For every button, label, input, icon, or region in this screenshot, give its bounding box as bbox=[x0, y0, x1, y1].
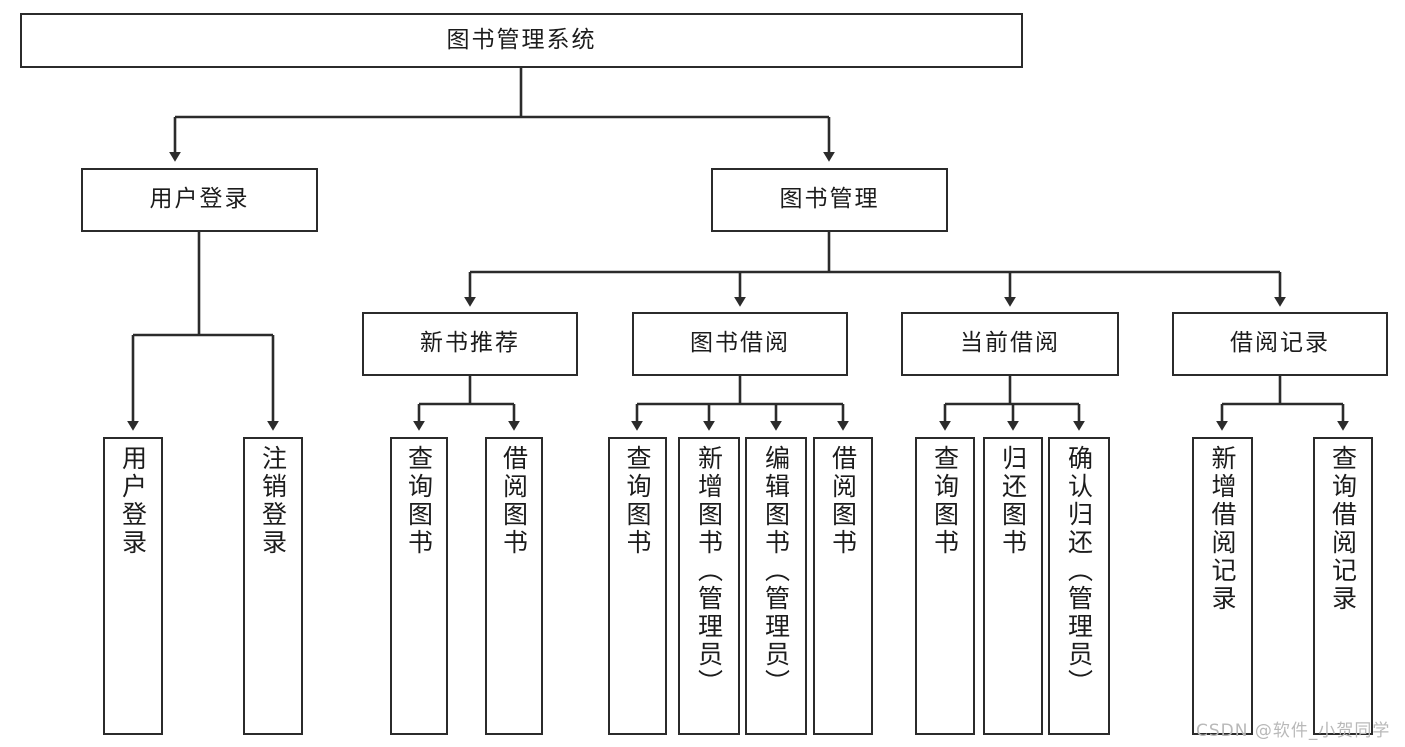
leaf-borrow-book-2-label: 借阅图书 bbox=[828, 445, 858, 557]
leaf-confirm-return[interactable]: 确认归还（管理员） bbox=[1048, 437, 1110, 735]
leaf-borrow-book-1[interactable]: 借阅图书 bbox=[485, 437, 543, 735]
node-user-login[interactable]: 用户登录 bbox=[81, 168, 318, 232]
node-borrow-record[interactable]: 借阅记录 bbox=[1172, 312, 1388, 376]
leaf-add-book-label: 新增图书（管理员） bbox=[694, 445, 724, 697]
node-current-borrow-label: 当前借阅 bbox=[960, 330, 1060, 357]
leaf-query-book-2[interactable]: 查询图书 bbox=[608, 437, 667, 735]
leaf-return-book-label: 归还图书 bbox=[998, 445, 1028, 557]
csdn-watermark: CSDN @软件_小贺同学 bbox=[1196, 721, 1391, 741]
node-book-borrow[interactable]: 图书借阅 bbox=[632, 312, 848, 376]
leaf-query-record-label: 查询借阅记录 bbox=[1328, 445, 1358, 613]
node-book-manage-label: 图书管理 bbox=[779, 186, 880, 213]
leaf-query-book-3-label: 查询图书 bbox=[930, 445, 960, 557]
leaf-edit-book[interactable]: 编辑图书（管理员） bbox=[745, 437, 807, 735]
leaf-query-record[interactable]: 查询借阅记录 bbox=[1313, 437, 1373, 735]
leaf-edit-book-label: 编辑图书（管理员） bbox=[761, 445, 791, 697]
leaf-query-book-3[interactable]: 查询图书 bbox=[915, 437, 975, 735]
leaf-query-book-1-label: 查询图书 bbox=[404, 445, 434, 557]
node-book-manage[interactable]: 图书管理 bbox=[711, 168, 948, 232]
leaf-add-book[interactable]: 新增图书（管理员） bbox=[678, 437, 740, 735]
leaf-borrow-book-2[interactable]: 借阅图书 bbox=[813, 437, 873, 735]
node-new-book-rec-label: 新书推荐 bbox=[420, 330, 520, 357]
leaf-query-book-2-label: 查询图书 bbox=[623, 445, 652, 557]
leaf-logout[interactable]: 注销登录 bbox=[243, 437, 303, 735]
node-book-borrow-label: 图书借阅 bbox=[690, 330, 790, 357]
leaf-user-login[interactable]: 用户登录 bbox=[103, 437, 163, 735]
leaf-query-book-1[interactable]: 查询图书 bbox=[390, 437, 448, 735]
leaf-user-login-label: 用户登录 bbox=[118, 445, 148, 557]
node-user-login-label: 用户登录 bbox=[149, 186, 250, 213]
node-borrow-record-label: 借阅记录 bbox=[1230, 330, 1330, 357]
leaf-add-record[interactable]: 新增借阅记录 bbox=[1192, 437, 1253, 735]
leaf-logout-label: 注销登录 bbox=[258, 445, 288, 557]
leaf-confirm-return-label: 确认归还（管理员） bbox=[1064, 445, 1094, 697]
leaf-add-record-label: 新增借阅记录 bbox=[1208, 445, 1237, 613]
leaf-borrow-book-1-label: 借阅图书 bbox=[499, 445, 529, 557]
leaf-return-book[interactable]: 归还图书 bbox=[983, 437, 1043, 735]
node-root[interactable]: 图书管理系统 bbox=[20, 13, 1023, 68]
node-current-borrow[interactable]: 当前借阅 bbox=[901, 312, 1119, 376]
node-root-label: 图书管理系统 bbox=[446, 26, 597, 53]
node-new-book-rec[interactable]: 新书推荐 bbox=[362, 312, 578, 376]
